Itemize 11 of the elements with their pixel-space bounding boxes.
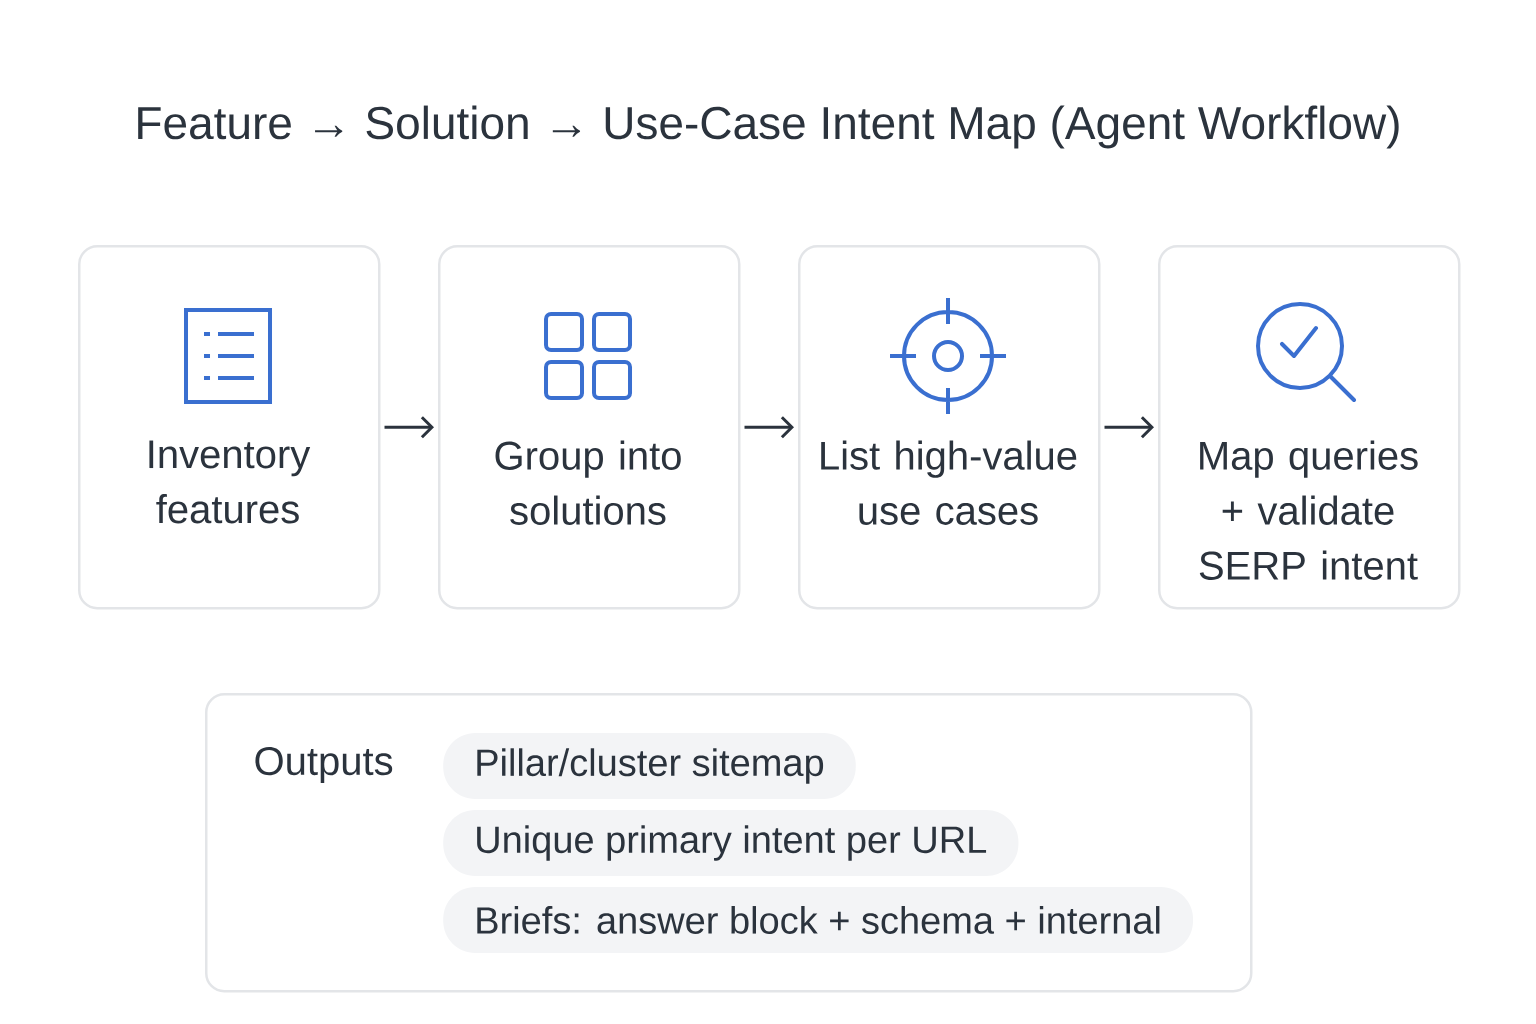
- arrow: [1104, 416, 1154, 439]
- step-box: Inventory features: [78, 245, 381, 610]
- output-pill: Briefs: answer block + schema + internal: [443, 887, 1194, 953]
- output-pill: Pillar/cluster sitemap: [443, 733, 856, 799]
- title: Feature → Solution → Use-Case Intent Map (Agent Workflow): [138, 105, 1399, 149]
- output-pill: Unique primary intent per URL: [443, 810, 1019, 876]
- step-box: Group into solutions: [438, 245, 741, 610]
- step-box: List high-value use cases: [798, 245, 1101, 610]
- step-box: Map queries + validate SERP intent: [1158, 245, 1461, 610]
- arrow: [384, 416, 434, 439]
- arrow: [744, 416, 794, 439]
